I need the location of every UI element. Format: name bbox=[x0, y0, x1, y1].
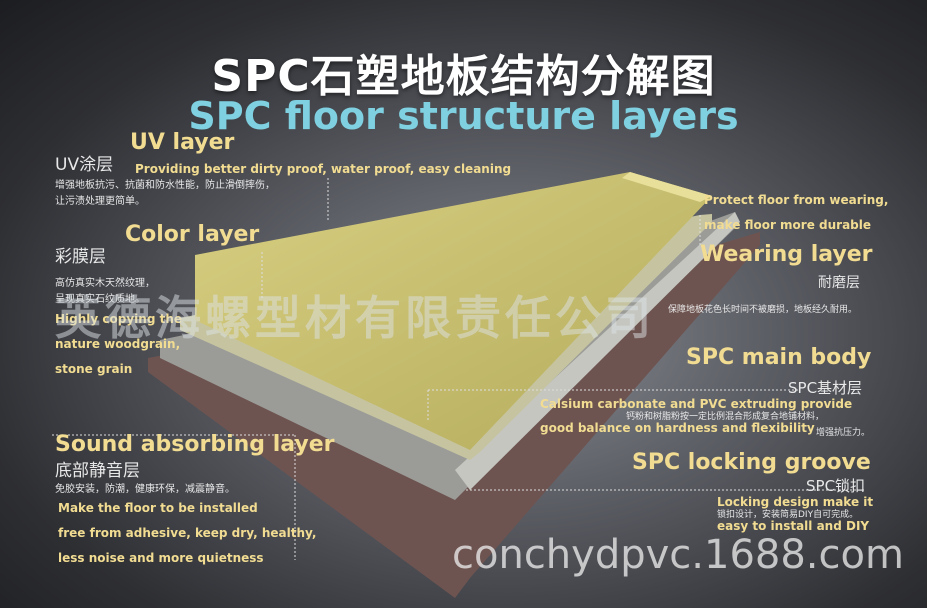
main-desc-2: good balance on hardness and flexibility bbox=[540, 416, 815, 441]
main-desc-cn-2: 增强抗压力。 bbox=[816, 425, 870, 441]
company-watermark: 英德海螺型材有限责任公司 bbox=[55, 282, 655, 348]
wearing-desc-cn: 保障地板花色长时间不被磨损，地板经久耐用。 bbox=[668, 302, 857, 318]
wearing-label-en: Wearing layer bbox=[700, 242, 873, 267]
site-watermark: conchydpvc.1688.com bbox=[452, 532, 904, 578]
wearing-label-cn: 耐磨层 bbox=[818, 272, 860, 292]
locking-label-en: SPC locking groove bbox=[632, 450, 871, 475]
color-label-en: Color layer bbox=[125, 222, 259, 247]
color-desc-3: stone grain bbox=[55, 357, 132, 382]
uv-label-cn: UV涂层 bbox=[55, 150, 113, 175]
uv-desc-cn-2: 让污渍处理更简单。 bbox=[55, 194, 145, 210]
sound-desc-1: Make the floor to be installed bbox=[58, 496, 258, 521]
sound-desc-2: free from adhesive, keep dry, healthy, bbox=[58, 521, 316, 546]
sound-label-cn: 底部静音层 bbox=[55, 456, 140, 481]
sound-desc-3: less noise and more quietness bbox=[58, 546, 264, 571]
uv-desc-cn-1: 增强地板抗污、抗菌和防水性能，防止滑倒摔伤， bbox=[55, 178, 275, 194]
wearing-desc-2: make floor more durable bbox=[704, 213, 871, 238]
wearing-desc-1: Protect floor from wearing, bbox=[704, 188, 888, 213]
color-label-cn: 彩膜层 bbox=[55, 242, 106, 267]
sound-label-en: Sound absorbing layer bbox=[55, 432, 335, 457]
main-label-en: SPC main body bbox=[686, 345, 871, 370]
uv-label-en: UV layer bbox=[130, 130, 234, 155]
